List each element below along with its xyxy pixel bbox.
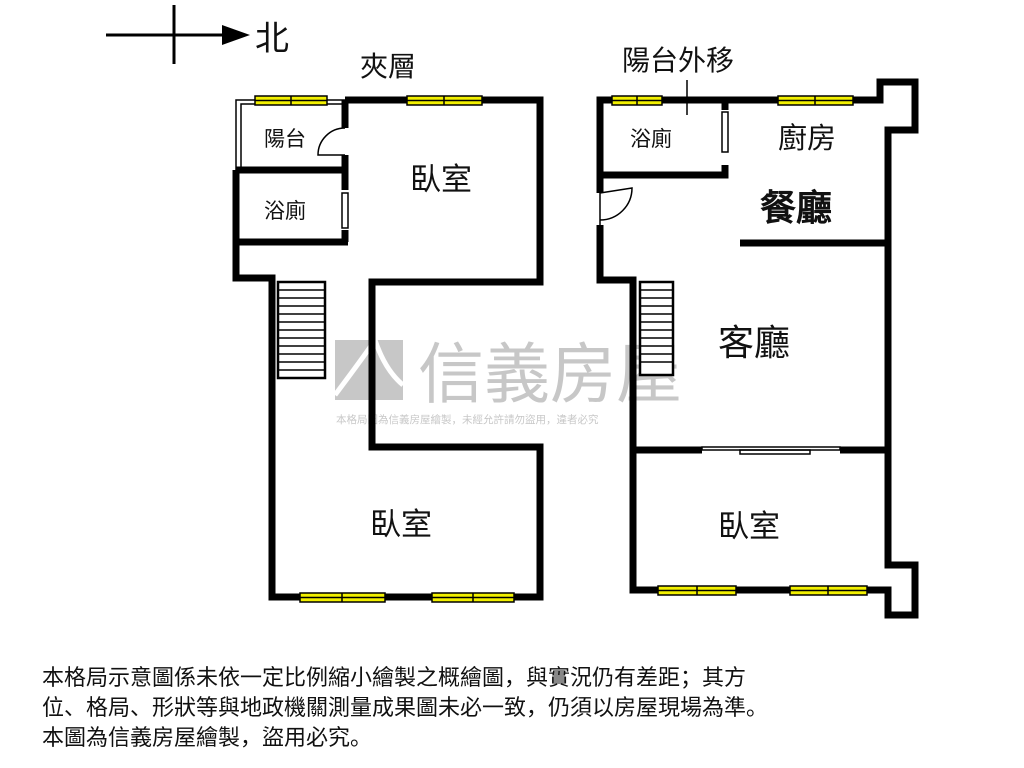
bath-sliding-door[interactable]	[341, 192, 349, 229]
left-windows	[254, 95, 515, 603]
room-left-bath: 浴廁	[264, 199, 306, 223]
watermark-brand: 信義房屋	[418, 336, 682, 413]
right-bath-sliding-door[interactable]	[721, 111, 729, 153]
balcony-door[interactable]	[317, 127, 346, 156]
room-left-bedroom-top: 臥室	[410, 162, 472, 198]
compass-north-label: 北	[255, 19, 289, 59]
room-kitchen: 廚房	[778, 121, 836, 155]
right-stairs	[638, 280, 675, 377]
room-balcony: 陽台	[264, 127, 306, 151]
disclaimer-line: 本格局示意圖係未依一定比例縮小繪製之概繪圖，與實況仍有差距；其方	[42, 666, 747, 691]
north-arrow-icon	[106, 5, 250, 64]
right-unit-walls	[596, 78, 919, 619]
room-dining: 餐廳	[760, 187, 832, 229]
disclaimer: 本格局示意圖係未依一定比例縮小繪製之概繪圖，與實況仍有差距；其方 位、格局、形狀…	[42, 664, 1002, 754]
entrance-door[interactable]	[599, 187, 633, 225]
room-right-bath: 浴廁	[630, 127, 672, 151]
left-stairs	[276, 280, 327, 380]
left-unit-title: 夾層	[360, 50, 416, 83]
room-living: 客廳	[718, 323, 790, 364]
watermark-caption: 本格局圖為信義房屋繪製，未經允許請勿盜用，違者必究	[336, 413, 599, 426]
right-unit-title: 陽台外移	[622, 44, 734, 77]
watermark: 信義房屋 本格局圖為信義房屋繪製，未經允許請勿盜用，違者必究	[332, 334, 682, 426]
room-left-bedroom-bottom: 臥室	[370, 507, 432, 543]
room-right-bedroom: 臥室	[718, 509, 780, 545]
right-windows	[611, 95, 868, 596]
disclaimer-line: 位、格局、形狀等與地政機關測量成果圖未必一致，仍須以房屋現場為準。	[42, 696, 769, 721]
disclaimer-line: 本圖為信義房屋繪製，盜用必究。	[42, 726, 373, 751]
